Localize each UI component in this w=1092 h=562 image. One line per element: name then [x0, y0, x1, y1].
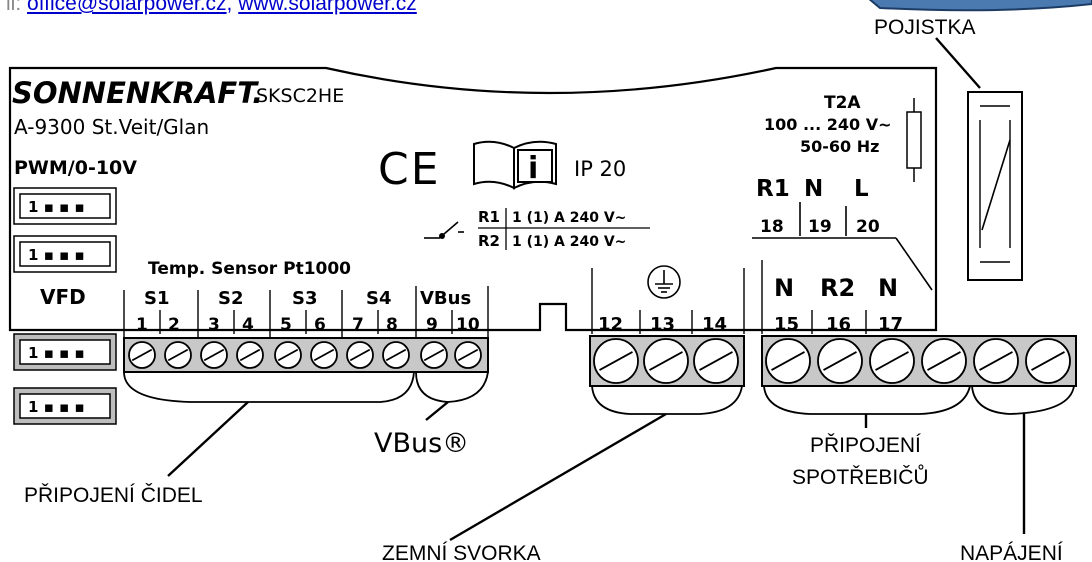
terminal-num-15: 15 — [774, 314, 799, 335]
power-screw-terminal[interactable] — [817, 338, 863, 384]
pwm-connector-1[interactable]: 1 ▪ ▪ ▪ — [13, 187, 117, 225]
loads-callout-line2: SPOTŘEBIČŮ — [792, 465, 929, 489]
power-label-l: L — [854, 176, 869, 202]
power-num-20: 20 — [856, 217, 880, 237]
sensor-screw-terminal[interactable] — [236, 341, 264, 369]
relay1-spec: 1 (1) A 240 V~ — [512, 210, 626, 226]
contact-prefix: il: — [6, 0, 22, 15]
loads-callout-line1: PŘIPOJENÍ — [810, 434, 921, 457]
brand-logo: SONNENKRAFT. — [12, 76, 263, 110]
sensor-screw-terminal[interactable] — [382, 341, 410, 369]
terminal-num-2: 2 — [168, 315, 180, 335]
supply-voltage: 100 ... 240 V~ — [764, 115, 892, 134]
fuse-symbol — [906, 98, 922, 182]
power-label-r1: R1 — [756, 176, 790, 202]
pwm-connector-2-pins: 1 ▪ ▪ ▪ — [28, 246, 85, 264]
power-screw-terminal[interactable] — [921, 338, 967, 384]
fuse-callout: POJISTKA — [874, 16, 976, 39]
vfd-label: VFD — [40, 285, 86, 309]
power-screw-terminal[interactable] — [869, 338, 915, 384]
power-screw-terminal[interactable] — [593, 338, 639, 384]
sensor-screw-terminal[interactable] — [346, 341, 374, 369]
terminal-num-3: 3 — [208, 315, 220, 335]
corner-tab — [868, 0, 1092, 12]
address-label: A-9300 St.Veit/Glan — [14, 115, 209, 139]
terminal-num-8: 8 — [386, 315, 398, 335]
power-num-19: 19 — [808, 217, 832, 237]
sensor-screw-terminal[interactable] — [454, 341, 482, 369]
load-label-r2: R2 — [820, 274, 855, 302]
terminal-num-17: 17 — [878, 314, 903, 335]
ground-callout: ZEMNÍ SVORKA — [382, 542, 541, 562]
terminal-num-7: 7 — [352, 315, 364, 335]
terminal-num-12: 12 — [598, 314, 623, 335]
terminal-num-5: 5 — [280, 315, 292, 335]
power-num-18: 18 — [760, 217, 784, 237]
relay2-spec: 1 (1) A 240 V~ — [512, 234, 626, 250]
fuse-rating: T2A — [824, 93, 861, 113]
terminal-num-16: 16 — [826, 314, 851, 335]
terminal-num-10: 10 — [456, 315, 480, 335]
vfd-connector-2-pins: 1 ▪ ▪ ▪ — [28, 398, 85, 416]
power-screw-terminal[interactable] — [973, 338, 1019, 384]
sensor-screw-terminal[interactable] — [128, 341, 156, 369]
terminal-num-9: 9 — [426, 315, 438, 335]
manual-book-icon: i — [473, 140, 557, 190]
small-terminal-separators — [123, 286, 489, 340]
power-screw-terminal[interactable] — [643, 338, 689, 384]
sensor-terminal-screws[interactable] — [128, 341, 482, 369]
ce-mark: CE — [378, 144, 441, 195]
sensor-screw-terminal[interactable] — [310, 341, 338, 369]
website-link[interactable]: www.solarpower.cz — [238, 0, 417, 15]
supply-frequency: 50-60 Hz — [800, 137, 879, 156]
power-screw-terminal[interactable] — [1025, 338, 1071, 384]
power-screw-terminal[interactable] — [765, 338, 811, 384]
terminal-num-14: 14 — [702, 314, 727, 335]
power-callout: NAPÁJENÍ — [960, 542, 1063, 562]
sensor-group-s3: S3 — [292, 288, 318, 309]
contact-separator: , — [226, 0, 233, 15]
terminal-num-1: 1 — [136, 315, 148, 335]
terminal-num-6: 6 — [314, 315, 326, 335]
sensor-group-s1: S1 — [144, 288, 170, 309]
terminal-num-4: 4 — [242, 315, 254, 335]
ip-rating: IP 20 — [574, 157, 626, 181]
sensor-title: Temp. Sensor Pt1000 — [148, 259, 351, 279]
power-terminal-screws[interactable] — [593, 338, 1071, 384]
ground-terminal-separators — [591, 260, 867, 334]
sensor-group-s4: S4 — [366, 288, 392, 309]
relay1-label: R1 — [478, 208, 500, 226]
model-label: SKSC2HE — [256, 85, 344, 107]
controller-outline — [8, 66, 938, 332]
sensor-screw-terminal[interactable] — [420, 341, 448, 369]
ground-symbol-icon — [647, 265, 681, 299]
load-terminal-block — [761, 335, 1077, 387]
sensors-callout: PŘIPOJENÍ ČIDEL — [24, 484, 203, 507]
pwm-connector-2[interactable]: 1 ▪ ▪ ▪ — [13, 235, 117, 273]
power-label-n: N — [804, 176, 823, 202]
sensor-group-s2: S2 — [218, 288, 244, 309]
info-glyph: i — [528, 151, 538, 186]
email-link[interactable]: office@solarpower.cz — [27, 0, 227, 15]
pwm-label: PWM/0-10V — [14, 157, 137, 179]
vfd-connector-1-pins: 1 ▪ ▪ ▪ — [28, 344, 85, 362]
load-label-n1: N — [774, 274, 794, 302]
callout-leaders — [167, 37, 1026, 542]
contact-line: il: office@solarpower.cz, www.solarpower… — [6, 0, 417, 16]
load-label-n2: N — [878, 274, 898, 302]
vfd-connector-2[interactable]: 1 ▪ ▪ ▪ — [13, 387, 117, 425]
power-screw-terminal[interactable] — [693, 338, 739, 384]
fuse-component — [967, 91, 1023, 281]
relay-switch-icon — [424, 221, 464, 239]
terminal-num-13: 13 — [650, 314, 675, 335]
pwm-connector-1-pins: 1 ▪ ▪ ▪ — [28, 198, 85, 216]
sensor-group-vbus: VBus — [420, 288, 471, 309]
sensor-screw-terminal[interactable] — [200, 341, 228, 369]
sensor-screw-terminal[interactable] — [274, 341, 302, 369]
sensor-screw-terminal[interactable] — [164, 341, 192, 369]
vbus-callout: VBus® — [374, 428, 469, 459]
vfd-connector-1[interactable]: 1 ▪ ▪ ▪ — [13, 333, 117, 371]
relay2-label: R2 — [478, 232, 500, 250]
